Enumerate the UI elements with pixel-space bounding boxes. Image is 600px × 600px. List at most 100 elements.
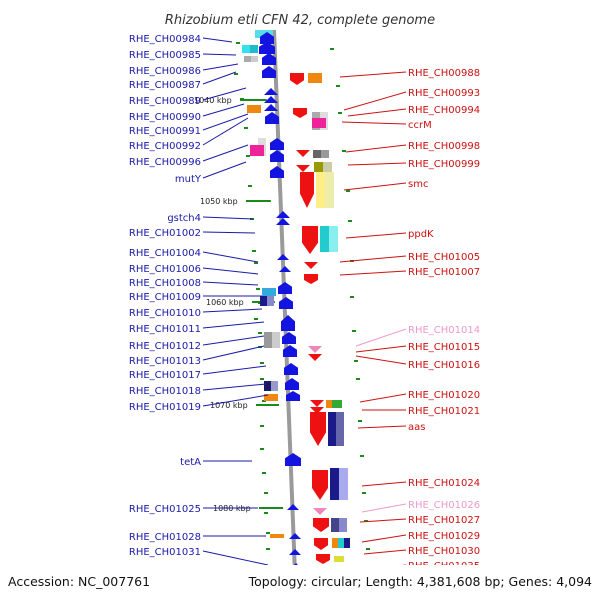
tick-mark: [362, 492, 366, 494]
gene-block: [267, 296, 274, 306]
right-leader-line: [347, 162, 407, 166]
left-gene-label: RHE_CH00985: [129, 50, 201, 61]
right-leader-line: [357, 425, 407, 429]
reverse-gene-arrow: [316, 554, 330, 564]
chromosome-backbone: [272, 29, 298, 600]
right-leader-line: [361, 534, 407, 543]
right-gene-label: RHE_CH01016: [408, 360, 480, 371]
tick-mark: [256, 288, 260, 290]
tick-mark: [264, 492, 268, 494]
right-leader-line: [359, 518, 407, 523]
left-gene-label: tetA: [180, 457, 201, 468]
right-gene-label: smc: [408, 179, 428, 190]
scale-mark-label: 1040 kbp: [194, 96, 232, 105]
left-gene-label: RHE_CH01002: [129, 228, 201, 239]
map-title: Rhizobium etli CFN 42, complete genome: [165, 13, 435, 28]
right-gene-label: RHE_CH00994: [408, 105, 480, 116]
tick-mark: [248, 185, 252, 187]
gene-block: [264, 332, 272, 348]
gene-block: [320, 226, 329, 252]
forward-gene-arrow: [264, 96, 278, 103]
left-gene-label: RHE_CH01013: [129, 356, 201, 367]
reverse-gene-arrow: [304, 262, 318, 269]
accession-text: Accession: NC_007761: [8, 574, 150, 589]
left-leader-line: [202, 251, 259, 263]
gene-block: [325, 172, 334, 208]
tick-mark: [352, 330, 356, 332]
left-leader-line: [202, 37, 233, 43]
tick-mark: [364, 520, 368, 522]
tick-mark: [338, 112, 342, 114]
gene-block: [316, 172, 325, 208]
left-leader-line: [202, 71, 237, 85]
forward-gene-arrow: [270, 150, 284, 162]
tick-mark: [254, 318, 258, 320]
right-gene-label: RHE_CH01007: [408, 267, 480, 278]
gene-block: [271, 381, 278, 391]
right-gene-label: ppdK: [408, 229, 434, 240]
gene-block: [334, 556, 344, 562]
right-leader-line: [355, 345, 407, 353]
right-leader-line: [355, 328, 407, 347]
gene-block: [312, 118, 326, 128]
reverse-gene-arrow: [296, 150, 310, 157]
reverse-gene-arrow: [313, 518, 329, 532]
right-gene-label: RHE_CH01021: [408, 406, 480, 417]
right-leader-line: [347, 108, 407, 117]
forward-gene-arrow: [279, 297, 293, 309]
left-gene-label: gstch4: [167, 213, 201, 224]
left-leader-line: [202, 87, 247, 101]
forward-gene-arrow: [285, 378, 299, 390]
right-gene-label: RHE_CH00999: [408, 159, 480, 170]
forward-gene-arrow: [260, 32, 274, 44]
gene-block: [264, 394, 278, 401]
left-leader-line: [202, 53, 237, 56]
left-leader-line: [202, 267, 259, 275]
tick-mark: [336, 85, 340, 87]
forward-gene-arrow: [264, 88, 278, 95]
reverse-gene-arrow: [310, 400, 324, 407]
gene-block: [321, 150, 329, 158]
tick-mark: [260, 378, 264, 380]
gene-block: [326, 400, 332, 408]
right-gene-label: RHE_CH01015: [408, 342, 480, 353]
gene-block: [330, 468, 339, 500]
forward-gene-arrow: [287, 504, 299, 510]
left-gene-label: RHE_CH00989: [129, 96, 201, 107]
left-gene-label: RHE_CH00990: [129, 112, 201, 123]
forward-gene-arrow: [270, 138, 284, 150]
left-leader-line: [202, 383, 267, 391]
gene-features: [242, 30, 350, 598]
gene-block: [255, 30, 273, 38]
reverse-gene-arrow: [308, 354, 322, 361]
topology-text: Topology: circular; Length: 4,381,608 bp…: [248, 574, 592, 589]
gene-block: [264, 381, 271, 391]
right-gene-label: RHE_CH00988: [408, 68, 480, 79]
forward-gene-arrow: [283, 345, 297, 357]
tick-mark: [262, 472, 266, 474]
left-leader-line: [202, 161, 247, 179]
gene-block: [314, 162, 323, 172]
left-gene-label: RHE_CH01018: [129, 386, 201, 397]
right-gene-label: RHE_CH01005: [408, 252, 480, 263]
gene-block: [262, 288, 276, 296]
right-leader-line: [345, 144, 407, 153]
forward-gene-arrow: [262, 66, 276, 78]
gene-block: [328, 412, 336, 446]
right-gene-label: RHE_CH00998: [408, 141, 480, 152]
right-gene-label: RHE_CH01030: [408, 546, 480, 557]
tick-mark: [266, 548, 270, 550]
scale-mark-label: 1050 kbp: [200, 197, 238, 206]
right-gene-label: RHE_CH01020: [408, 390, 480, 401]
right-leader-line: [363, 549, 407, 555]
tick-mark: [258, 332, 262, 334]
reverse-gene-arrow: [308, 346, 322, 353]
forward-gene-arrow: [264, 104, 278, 111]
gene-block: [332, 538, 338, 548]
forward-gene-arrow: [279, 266, 291, 272]
gene-block: [251, 56, 258, 62]
tick-mark: [234, 73, 238, 75]
reverse-gene-arrow: [304, 274, 318, 284]
gene-block: [270, 534, 284, 538]
